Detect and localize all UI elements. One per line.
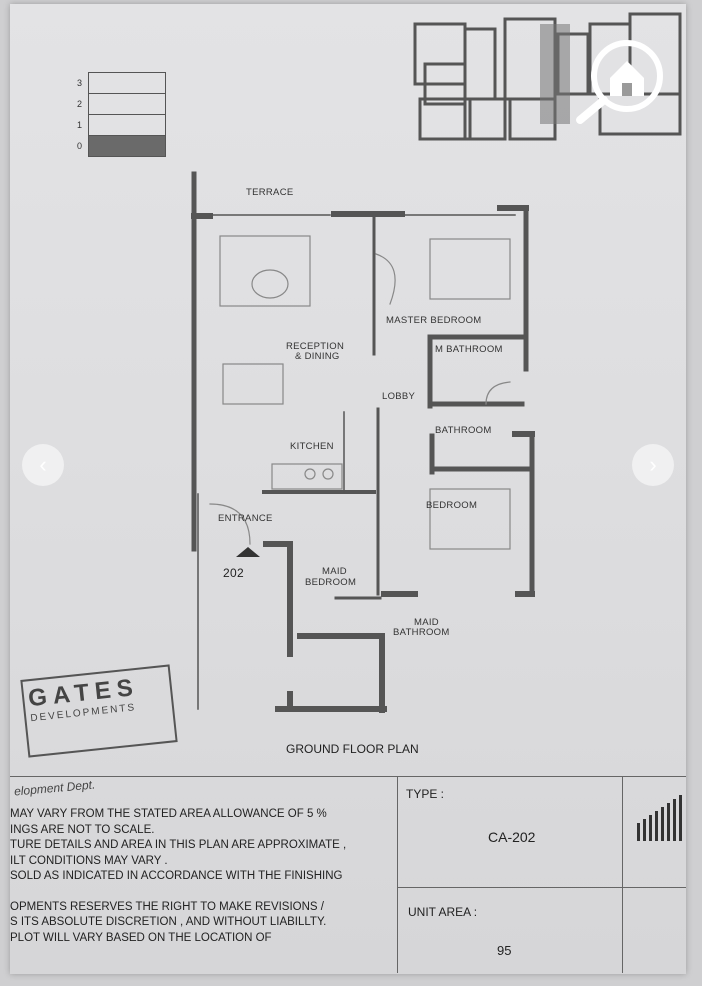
room-label-reception: RECEPTION [286, 341, 345, 352]
floor-level-number: 1 [77, 120, 83, 130]
room-label-maid-bathroom-1: MAID [414, 617, 439, 628]
room-label-m-bathroom: M BATHROOM [435, 344, 503, 355]
room-label-bathroom: BATHROOM [435, 425, 492, 436]
note-line: S ITS ABSOLUTE DISCRETION , AND WITHOUT … [10, 916, 327, 928]
plan-title: GROUND FLOOR PLAN [286, 742, 419, 756]
note-line: OPMENTS RESERVES THE RIGHT TO MAKE REVIS… [10, 900, 324, 913]
room-label-reception-sub: & DINING [295, 351, 340, 362]
note-line: MAY VARY FROM THE STATED AREA ALLOWANCE … [10, 808, 327, 820]
note-line [10, 885, 395, 900]
chevron-right-icon[interactable]: › [632, 444, 674, 486]
next-glyph: › [649, 452, 657, 477]
company-stamp: GATES DEVELOPMENTS [20, 664, 178, 758]
note-line: INGS ARE NOT TO SCALE. [10, 823, 155, 836]
unit-area-value: 95 [497, 943, 512, 958]
note-line: TURE DETAILS AND AREA IN THIS PLAN ARE A… [10, 839, 347, 851]
room-label-lobby: LOBBY [382, 391, 416, 402]
floor-level-row: 2 [77, 94, 166, 115]
room-label-maid-bathroom-2: BATHROOM [393, 627, 450, 638]
floor-level-row: 3 [77, 72, 166, 94]
note-line: PLOT WILL VARY BASED ON THE LOCATION OF [10, 931, 272, 944]
room-label-kitchen: KITCHEN [290, 441, 334, 452]
room-label-terrace: TERRACE [246, 187, 294, 198]
note-line: SOLD AS INDICATED IN ACCORDANCE WITH THE… [10, 870, 343, 882]
floor-level-number: 0 [77, 141, 83, 151]
stamp-dept-label: elopment Dept. [13, 777, 96, 799]
floor-level-row: 1 [77, 115, 166, 136]
room-label-entrance: ENTRANCE [218, 513, 273, 524]
room-label-bedroom: BEDROOM [426, 500, 478, 511]
floor-level-row-active: 0 [77, 136, 166, 157]
ground-floor-plan-drawing [191, 171, 535, 713]
disclaimer-notes: MAY VARY FROM THE STATED AREA ALLOWANCE … [10, 807, 395, 946]
prev-glyph: ‹ [39, 452, 47, 477]
key-plan-thumbnail [413, 12, 682, 141]
floor-plan-sheet: 3 2 1 0 [10, 4, 686, 974]
room-label-maid-bedroom-2: BEDROOM [305, 577, 357, 588]
note-line: ILT CONDITIONS MAY VARY . [10, 854, 168, 867]
home-search-icon[interactable] [562, 28, 682, 128]
unit-area-label: UNIT AREA : [408, 905, 478, 919]
company-logo-icon [637, 795, 682, 841]
floor-level-number: 2 [77, 99, 83, 109]
info-table: MAY VARY FROM THE STATED AREA ALLOWANCE … [10, 776, 686, 973]
floor-level-key: 3 2 1 0 [77, 72, 166, 157]
chevron-left-icon[interactable]: ‹ [22, 444, 64, 486]
entrance-arrow-icon [236, 547, 260, 557]
unit-number-label: 202 [223, 566, 244, 580]
type-value: CA-202 [488, 829, 536, 845]
room-label-maid-bedroom-1: MAID [322, 566, 347, 577]
type-label: TYPE : [406, 787, 445, 801]
room-label-master-bedroom: MASTER BEDROOM [386, 315, 482, 326]
floor-level-number: 3 [77, 78, 83, 88]
